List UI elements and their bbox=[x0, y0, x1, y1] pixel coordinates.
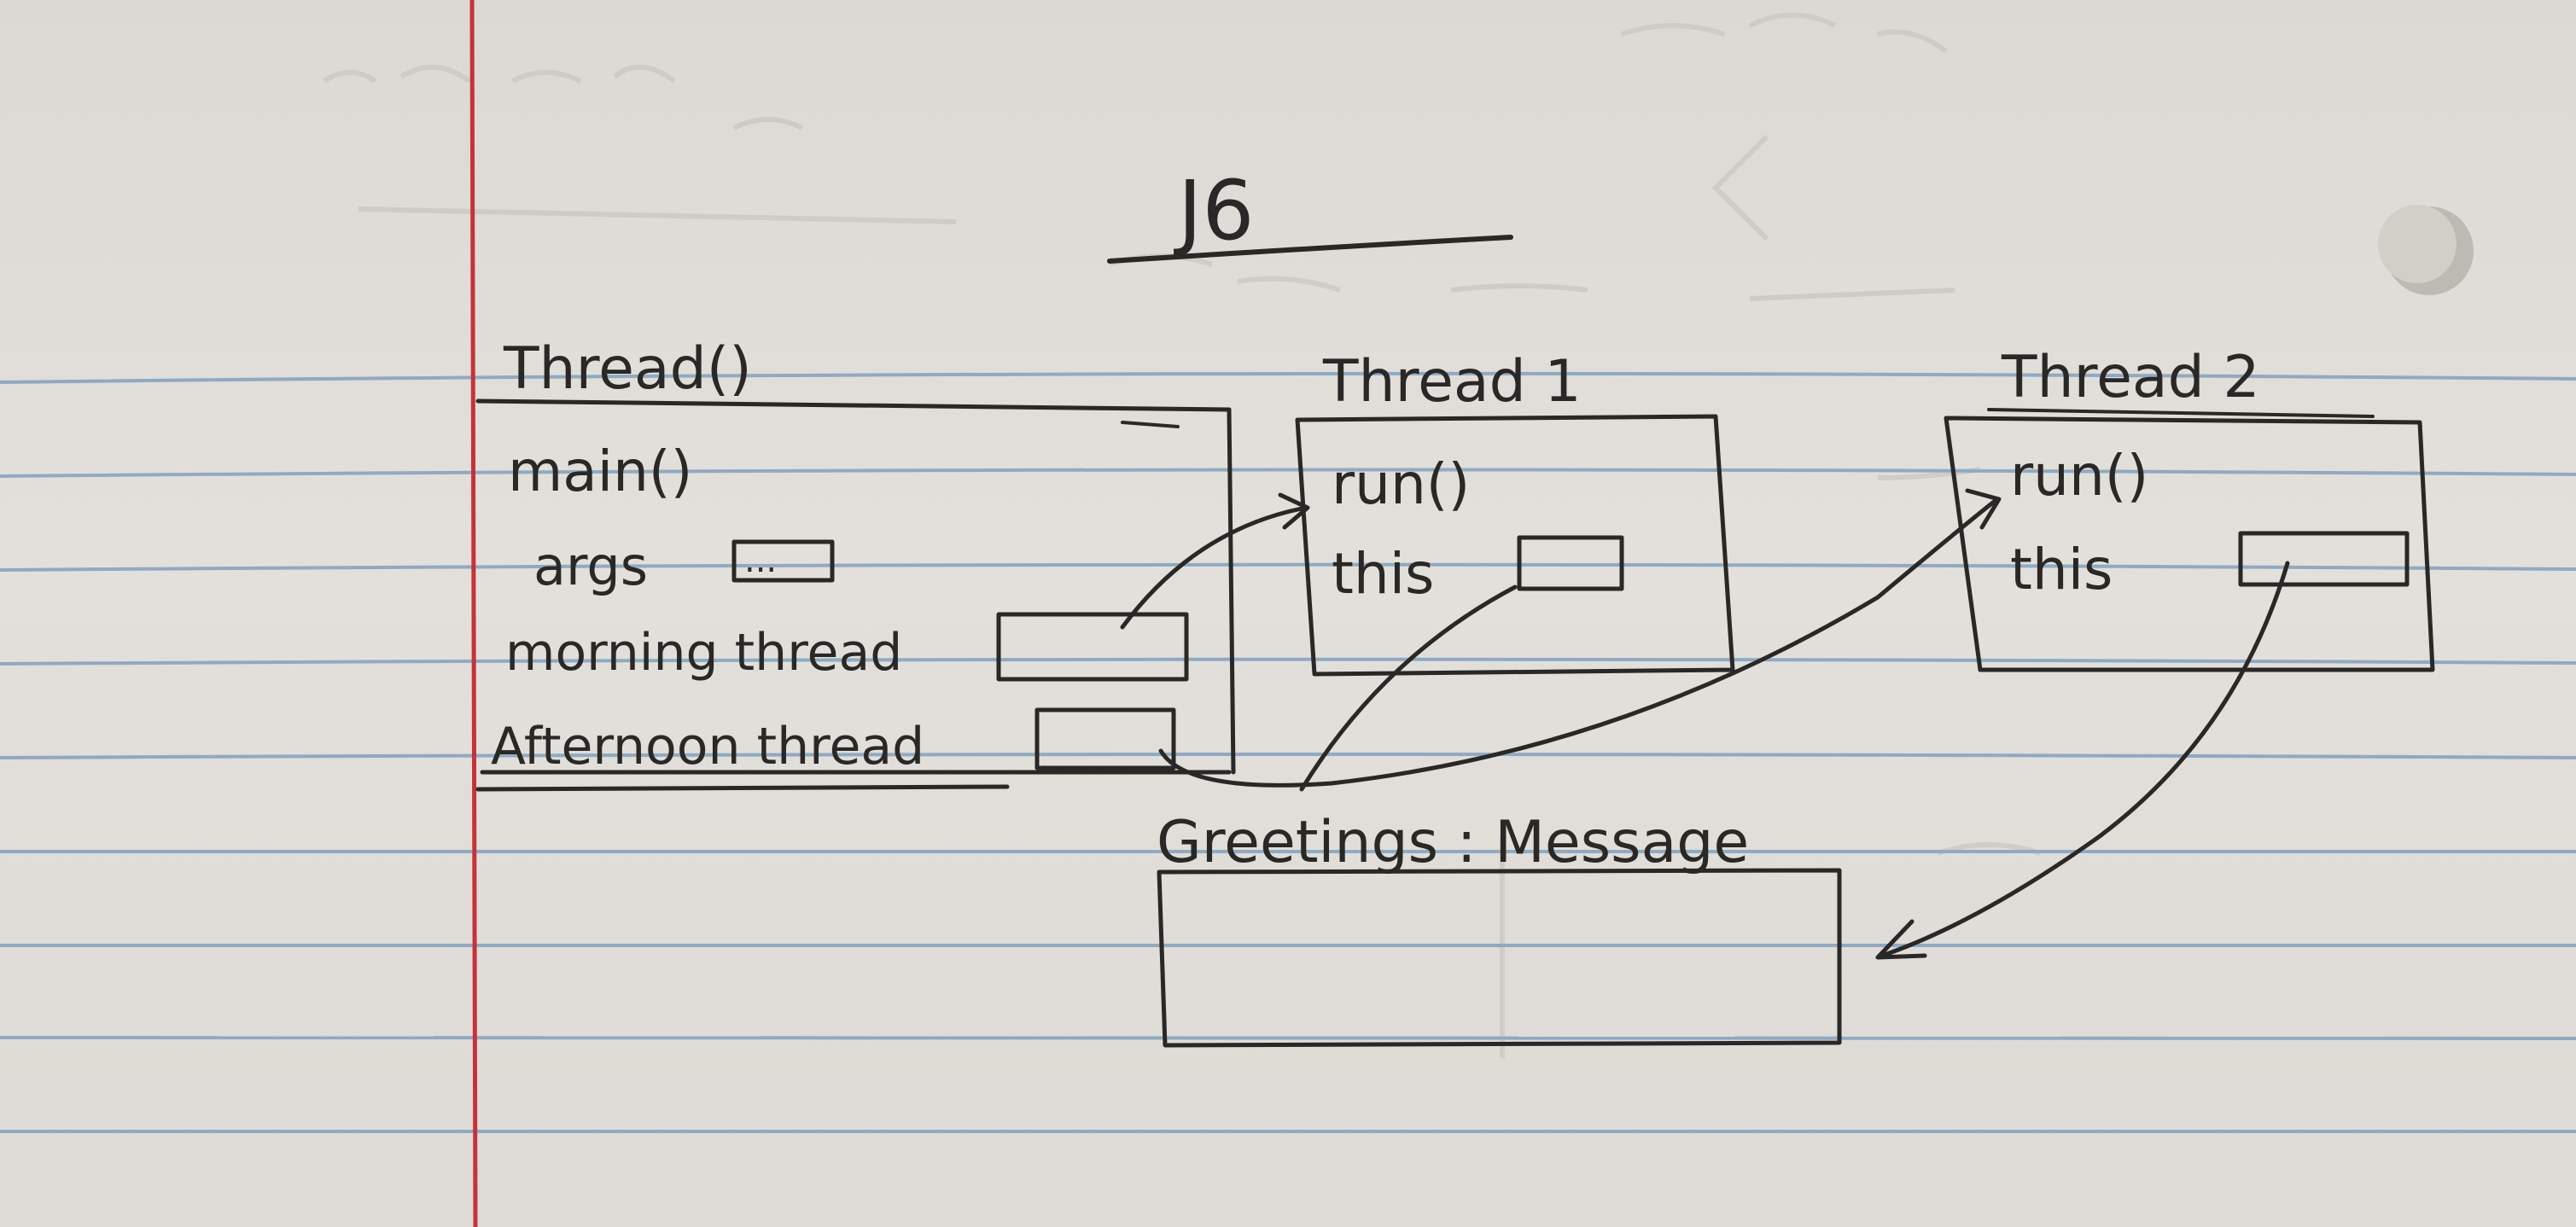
arrow-morning-to-thread1 bbox=[1120, 505, 1308, 630]
thread2-this-label: this bbox=[2010, 537, 2113, 602]
arrow-thread2-this-to-heap bbox=[1880, 561, 2290, 958]
thread2-run-label: run() bbox=[2010, 443, 2148, 509]
diagram-title: J6 bbox=[1174, 163, 1254, 259]
thread2-header: Thread 2 bbox=[2001, 344, 2260, 411]
thread1-this-label: this bbox=[1332, 541, 1434, 607]
ruled-lines bbox=[0, 371, 2576, 1133]
thread2-box: Thread 2 run() this bbox=[1944, 344, 2435, 672]
thread1-run-label: run() bbox=[1332, 451, 1470, 517]
stack-row-morning-label: morning thread bbox=[505, 623, 902, 683]
thread1-this-slot bbox=[1517, 535, 1624, 591]
margin-line bbox=[469, 0, 478, 1227]
morning-thread-slot bbox=[996, 612, 1189, 682]
stack-row-args-label: args bbox=[533, 535, 648, 597]
afternoon-thread-slot bbox=[1034, 707, 1176, 771]
stack-row-main-label: main() bbox=[508, 439, 692, 504]
reference-arrows bbox=[1120, 488, 2290, 960]
args-slot bbox=[731, 539, 835, 583]
thread2-this-slot bbox=[2238, 531, 2410, 587]
args-slot-value: ... bbox=[744, 541, 777, 580]
thread1-box: Thread 1 run() this bbox=[1295, 348, 1735, 677]
title-underline bbox=[1107, 235, 1513, 264]
heap-object-label: Greetings : Message bbox=[1157, 809, 1749, 876]
stack-row-afternoon-label: Afternoon thread bbox=[491, 717, 924, 776]
stack-frame-box: Thread() main() args ... morning thread … bbox=[475, 335, 1236, 792]
heap-object-box: Greetings : Message bbox=[1157, 809, 1842, 1048]
stack-frame-header: Thread() bbox=[503, 335, 752, 403]
thread1-header: Thread 1 bbox=[1322, 348, 1582, 416]
arrow-thread1-this-to-heap bbox=[1299, 584, 1518, 792]
arrow-afternoon-to-thread2 bbox=[1158, 497, 2000, 788]
